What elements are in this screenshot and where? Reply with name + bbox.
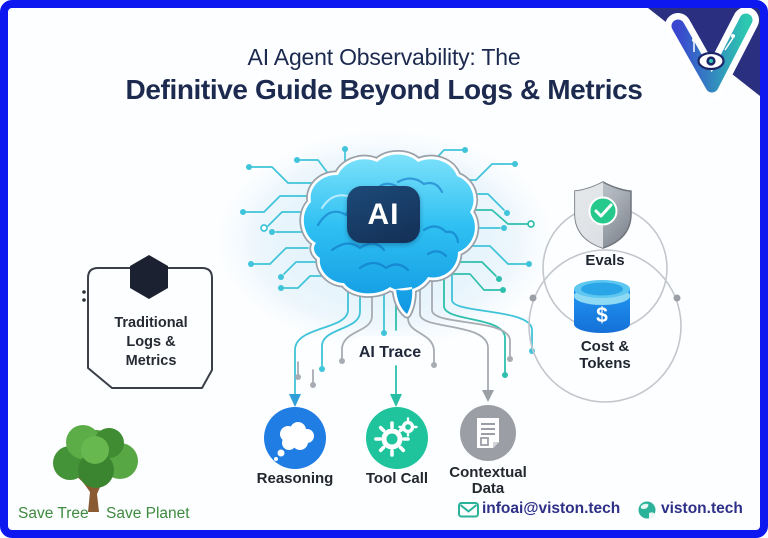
reasoning-node bbox=[264, 407, 326, 469]
viston-v-logo bbox=[671, 13, 753, 93]
traditional-line-3: Metrics bbox=[125, 353, 177, 369]
circuit-traces bbox=[240, 146, 535, 407]
hexagon-icon bbox=[130, 255, 168, 299]
title-line-2: Definitive Guide Beyond Logs & Metrics bbox=[125, 74, 643, 105]
arrow-reasoning bbox=[289, 394, 301, 407]
traditional-box bbox=[82, 255, 213, 389]
cost-circle bbox=[528, 249, 682, 403]
arrow-tool-call bbox=[390, 394, 402, 407]
contact-email-link[interactable]: infoai@viston.tech bbox=[482, 500, 621, 517]
globe-icon bbox=[638, 501, 656, 519]
save-tree-text: Save Tree bbox=[18, 505, 89, 522]
traditional-box-outline bbox=[87, 267, 213, 389]
document-icon bbox=[477, 418, 499, 448]
contextual-data-node bbox=[460, 405, 516, 461]
contextual-line-2: Data bbox=[471, 480, 505, 497]
cost-tokens-label: Cost & Tokens bbox=[555, 338, 655, 372]
contextual-line-1: Contextual bbox=[449, 464, 527, 481]
cost-line-2: Tokens bbox=[579, 355, 631, 372]
arrow-contextual bbox=[482, 390, 494, 402]
shield-check-icon bbox=[574, 181, 632, 249]
box-dot bbox=[82, 290, 86, 294]
evals-cost-group: $ bbox=[528, 181, 682, 403]
trace-nodes bbox=[264, 405, 516, 469]
thought-cloud-icon bbox=[274, 422, 314, 461]
traditional-logs-metrics-label: Traditional Logs & Metrics bbox=[92, 314, 210, 371]
page-title: AI Agent Observability: The Definitive G… bbox=[0, 44, 768, 106]
dollar-symbol: $ bbox=[596, 304, 608, 327]
eye-icon bbox=[697, 51, 725, 71]
cost-cylinder-icon: $ bbox=[574, 280, 630, 333]
title-line-1: AI Agent Observability: The bbox=[247, 44, 521, 70]
brand-corner bbox=[648, 7, 760, 99]
contextual-data-label: Contextual Data bbox=[433, 465, 543, 497]
checkmark-icon bbox=[594, 203, 613, 218]
venn-dot bbox=[673, 294, 681, 302]
reasoning-label: Reasoning bbox=[256, 470, 334, 487]
trace-label-backdrop bbox=[350, 336, 430, 363]
tree-foliage bbox=[53, 425, 138, 488]
email-icon bbox=[458, 502, 479, 518]
cost-line-1: Cost & bbox=[580, 338, 630, 355]
traditional-line-2: Logs & bbox=[126, 334, 176, 350]
ai-trace-label: AI Trace bbox=[358, 344, 422, 361]
contact-icons bbox=[458, 501, 656, 519]
contact-website-link[interactable]: viston.tech bbox=[661, 500, 743, 517]
tree-illustration bbox=[53, 425, 138, 512]
tool-call-label: Tool Call bbox=[365, 470, 429, 487]
brain-highlight bbox=[321, 194, 349, 209]
ai-brain-badge: AI bbox=[347, 186, 420, 243]
tool-call-node bbox=[366, 407, 428, 469]
box-dot bbox=[82, 298, 86, 302]
venn-dot bbox=[529, 294, 537, 302]
save-planet-text: Save Planet bbox=[106, 505, 190, 522]
evals-label: Evals bbox=[585, 252, 625, 269]
traditional-line-1: Traditional bbox=[114, 315, 188, 331]
gears-icon bbox=[374, 417, 418, 457]
